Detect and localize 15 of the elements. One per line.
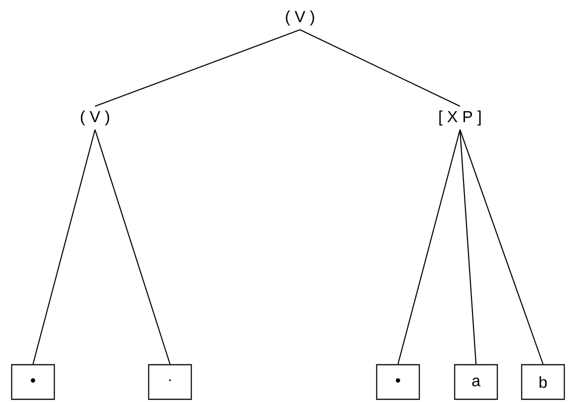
tree-branch: [94, 29, 300, 107]
leaf-box: •: [376, 364, 420, 400]
node-label: ( V ): [80, 110, 110, 126]
tree-branch: [32, 130, 96, 364]
tree-branch: [300, 29, 460, 107]
leaf-box: a: [454, 364, 498, 400]
tree-branch: [397, 130, 460, 364]
leaf-box: ·: [148, 364, 192, 400]
tree-branch: [459, 130, 477, 364]
tree-branch: [460, 130, 544, 364]
node-label: ( V ): [286, 10, 314, 26]
tree-branch: [94, 130, 170, 364]
leaf-box: •: [11, 364, 55, 400]
node-label: [ X P ]: [439, 110, 481, 126]
leaf-box: b: [521, 364, 565, 400]
